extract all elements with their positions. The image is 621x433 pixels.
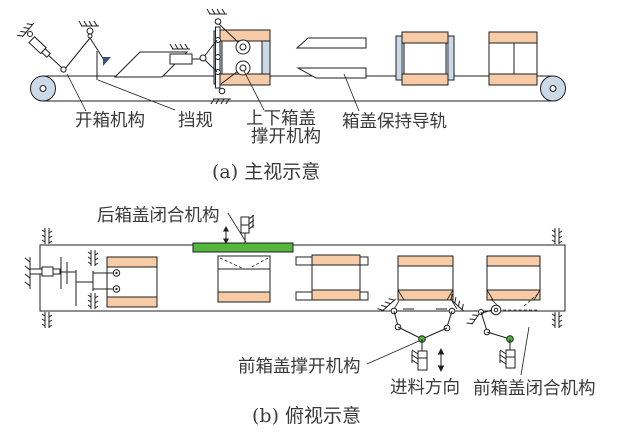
label-lid-spread-line1: 上下箱盖 xyxy=(246,109,316,129)
carton-front-view-closed xyxy=(488,31,538,86)
label-stop-gauge: 挡规 xyxy=(178,111,213,131)
deflector-wedge-icon xyxy=(103,57,111,66)
suction-cup-icon xyxy=(112,285,121,293)
lid-guide-rails xyxy=(295,37,367,79)
carton-top-view-4 xyxy=(393,255,458,310)
carton-top-view-5 xyxy=(486,255,541,310)
panel-a-leader-lines xyxy=(66,70,360,112)
carton-pusher-mechanism xyxy=(24,257,121,306)
suction-cup-icon xyxy=(235,39,251,55)
panel-b-top-view: 后箱盖闭合机构 前箱盖撑开机构 进料方向 前箱盖闭合机构 (b) 俯视示意 xyxy=(24,206,596,427)
carton-top-view-1 xyxy=(106,256,158,308)
front-lid-spreading-mechanism xyxy=(376,293,468,371)
panel-b-caption: (b) 俯视示意 xyxy=(252,405,361,427)
label-front-lid-closing: 前箱盖闭合机构 xyxy=(473,379,596,399)
rear-lid-closing-mechanism xyxy=(192,214,294,253)
carton-top-view-2 xyxy=(217,255,271,303)
panel-a-front-view: 开箱机构 挡规 上下箱盖 撑开机构 箱盖保持导轨 (a) 主视示意 xyxy=(16,8,566,183)
feed-direction-arrow-icon xyxy=(437,348,445,372)
box-opening-mechanism xyxy=(16,19,111,73)
suction-cup-icon xyxy=(112,269,121,277)
conveyor-belt xyxy=(30,75,566,102)
lid-spreading-mechanism xyxy=(169,8,271,105)
panel-b-leader-lines xyxy=(227,212,530,376)
label-lid-guide-rail: 箱盖保持导轨 xyxy=(342,112,447,132)
label-box-opening-mechanism: 开箱机构 xyxy=(75,111,145,131)
label-feed-direction: 进料方向 xyxy=(390,378,460,398)
front-lid-closing-mechanism xyxy=(466,304,538,369)
suction-cup-icon xyxy=(235,60,251,76)
carton-front-view-open xyxy=(395,31,455,86)
panel-a-caption: (a) 主视示意 xyxy=(212,161,320,183)
flap-guide-plate xyxy=(113,51,189,78)
label-rear-lid-closing: 后箱盖闭合机构 xyxy=(97,206,220,226)
closing-bar xyxy=(192,242,294,253)
label-front-lid-spreading: 前箱盖撑开机构 xyxy=(238,357,361,377)
label-lid-spread-line2: 撑开机构 xyxy=(251,127,321,147)
carton-top-view-3 xyxy=(295,254,369,301)
